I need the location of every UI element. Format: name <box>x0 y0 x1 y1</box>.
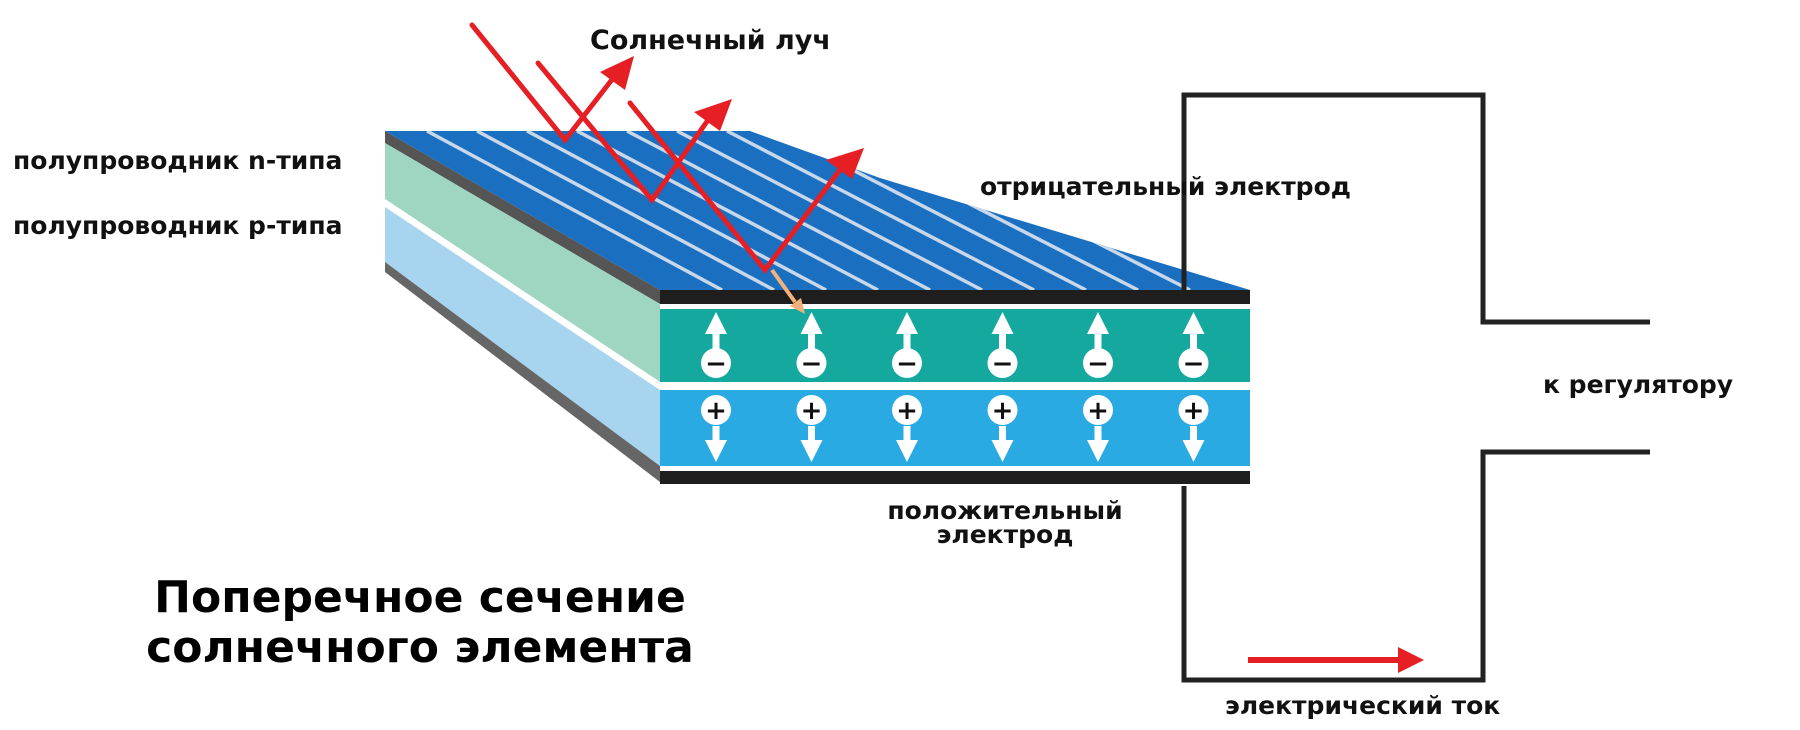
front-gap-mid <box>660 382 1250 390</box>
hole-carrier: + <box>892 395 922 462</box>
positive-electrode-bar <box>660 471 1250 484</box>
hole-arrow-head <box>1182 440 1205 462</box>
electron-arrow-head <box>896 312 918 334</box>
wire-to-regulator-bottom <box>1181 449 1650 683</box>
electron-arrow-head <box>1182 312 1205 334</box>
grid-finger <box>576 131 879 290</box>
electron-circle <box>1083 348 1113 378</box>
electron-carrier: − <box>1178 312 1209 379</box>
positive-electrode-label-line2: электрод <box>937 520 1074 549</box>
hole-arrow-head <box>991 440 1014 462</box>
sun-ray-1 <box>469 22 617 145</box>
hole-arrow-head <box>1087 440 1109 462</box>
electron-circle <box>796 348 827 378</box>
electron-carrier: − <box>1083 312 1113 379</box>
hole-carrier: + <box>987 395 1018 462</box>
sun-rays <box>469 22 845 275</box>
electron-arrow-shaft <box>770 268 797 304</box>
electron-arrow-head <box>991 312 1014 334</box>
hole-carrier: + <box>1178 395 1209 462</box>
side-separator <box>385 199 660 390</box>
sun-ray-1-head <box>600 56 634 90</box>
electron-sign: − <box>896 349 918 379</box>
hole-sign: + <box>1087 396 1109 426</box>
electron-circle <box>701 348 731 378</box>
electron-circle <box>892 348 922 378</box>
side-top-edge <box>385 131 660 304</box>
sun-ray-3-head <box>826 148 864 179</box>
to-regulator-label: к регулятору <box>1543 370 1733 399</box>
hole-arrow-head <box>705 440 727 462</box>
side-n-layer <box>385 143 660 382</box>
positive-electrode-label-line1: положительный <box>887 496 1122 525</box>
circuit-wire <box>1181 92 1650 683</box>
negative-electrode-label: отрицательный электрод <box>980 172 1351 201</box>
hole-carrier: + <box>701 395 731 462</box>
front-gap-bottom <box>660 466 1250 471</box>
side-bottom-edge <box>385 262 660 482</box>
wire-to-regulator-top <box>1181 92 1650 325</box>
hole-sign: + <box>801 396 823 426</box>
electron-carrier: − <box>796 312 827 379</box>
grid-finger <box>526 131 827 290</box>
p-type-label: полупроводник p-типа <box>13 211 342 240</box>
electron-sign: − <box>1183 349 1205 379</box>
hole-circle <box>892 395 922 425</box>
hole-carrier: + <box>1083 395 1113 462</box>
electron-arrow-head <box>1087 312 1109 334</box>
charge-carriers: − + − + − + − + − + − + <box>701 312 1209 462</box>
sun-ray-2 <box>535 60 711 205</box>
n-type-label: полупроводник n-типа <box>13 146 342 175</box>
n-layer-front <box>660 309 1250 382</box>
electron-circle <box>1178 348 1209 378</box>
hole-circle <box>987 395 1018 425</box>
cell-front-face <box>660 290 1250 484</box>
hole-sign: + <box>896 396 918 426</box>
hole-circle <box>796 395 827 425</box>
electron-carrier: − <box>987 312 1018 379</box>
electron-sign: − <box>1087 349 1109 379</box>
diagram-title-line1: Поперечное сечение <box>154 572 686 623</box>
grid-finger <box>726 131 1035 290</box>
sun-ray-label: Солнечный луч <box>590 25 831 56</box>
sun-ray-3 <box>627 100 845 275</box>
front-gap-top <box>660 304 1250 309</box>
electron-carrier: − <box>701 312 731 379</box>
electron-sign: − <box>992 349 1014 379</box>
hole-circle <box>1178 395 1209 425</box>
hole-arrow-head <box>800 440 823 462</box>
sun-ray-heads <box>600 56 864 179</box>
sun-ray-2-head <box>694 99 732 131</box>
hole-sign: + <box>992 396 1014 426</box>
side-p-layer <box>385 207 660 466</box>
hole-sign: + <box>1183 396 1205 426</box>
electron-arrow-head <box>790 298 805 314</box>
current-arrow <box>1248 647 1424 673</box>
hole-circle <box>1083 395 1113 425</box>
grid-finger <box>676 131 983 290</box>
grid-finger <box>476 131 775 290</box>
electron-circle <box>987 348 1018 378</box>
hole-arrow-head <box>896 440 918 462</box>
p-layer-front <box>660 390 1250 466</box>
electron-arrow-head <box>705 312 727 334</box>
cell-side-face <box>385 131 660 482</box>
hole-circle <box>701 395 731 425</box>
electron-sign: − <box>705 349 727 379</box>
electric-current-label: электрический ток <box>1225 691 1500 720</box>
electron-arrow-head <box>800 312 823 334</box>
grid-finger <box>426 131 723 290</box>
hole-carrier: + <box>796 395 827 462</box>
negative-electrode-bar <box>660 290 1250 304</box>
electron-sign: − <box>801 349 823 379</box>
electron-carrier: − <box>892 312 922 379</box>
electron-excitation-arrow <box>770 268 805 314</box>
grid-finger <box>626 131 931 290</box>
hole-sign: + <box>705 396 727 426</box>
diagram-title-line2: солнечного элемента <box>146 622 694 673</box>
current-arrow-head <box>1398 647 1424 673</box>
